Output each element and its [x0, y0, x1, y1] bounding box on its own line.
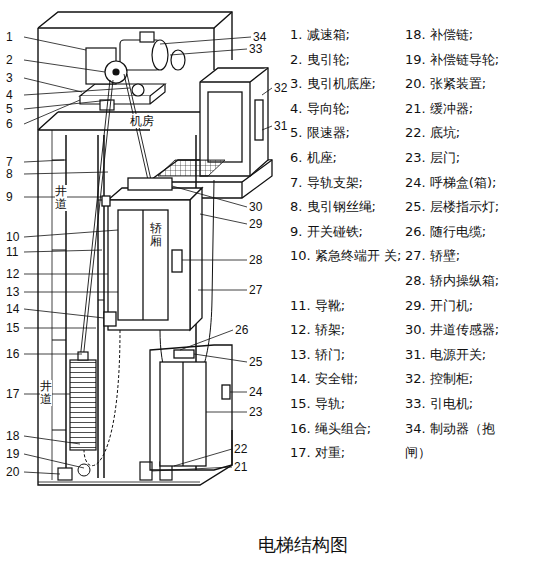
- callout-number: 3: [6, 70, 13, 86]
- callout-number: 11: [6, 244, 18, 260]
- callout-number: 34: [253, 29, 266, 45]
- callout-number: 25: [249, 354, 262, 370]
- part-name: 17. 对重;: [290, 441, 402, 466]
- callout-number: 10: [6, 229, 19, 245]
- part-name: 20. 张紧装置;: [405, 72, 517, 97]
- callout-number: 30: [249, 199, 262, 215]
- callout-number: 9: [6, 189, 13, 205]
- callout-number: 6: [6, 116, 13, 132]
- callout-number: 2: [6, 52, 13, 68]
- callout-number: 27: [249, 282, 262, 298]
- callout-number: 32: [274, 80, 287, 96]
- cables: [78, 180, 214, 476]
- callout-number: 26: [235, 322, 248, 338]
- callout-number: 29: [249, 216, 262, 232]
- callout-number: 13: [6, 284, 19, 300]
- callout-number: 8: [6, 166, 13, 182]
- callout-number: 18: [6, 428, 19, 444]
- part-name: 1. 减速箱;: [290, 23, 402, 48]
- part-name: 7. 导轨支架;: [290, 171, 402, 196]
- part-name: 16. 绳头组合;: [290, 417, 402, 442]
- car: [102, 178, 202, 330]
- part-name: 30. 井道传感器;: [405, 318, 517, 343]
- part-name: 10. 紧急终端开 关;: [290, 244, 402, 269]
- part-name: 31. 电源开关;: [405, 343, 517, 368]
- region-label: 井道: [40, 380, 52, 406]
- caption: 电梯结构图: [258, 534, 348, 556]
- region-label: 机房: [130, 114, 154, 128]
- callout-number: 19: [6, 446, 19, 462]
- part-name: 4. 导向轮;: [290, 97, 402, 122]
- part-name: 9. 开关碰铁;: [290, 220, 402, 245]
- counterweight: [70, 352, 96, 450]
- part-name: 6. 机座;: [290, 146, 402, 171]
- part-name: 24. 呼梯盒(箱);: [405, 171, 517, 196]
- callout-number: 5: [6, 101, 13, 117]
- part-name: 28. 轿内操纵箱;: [405, 269, 517, 294]
- callout-number: 12: [6, 266, 19, 282]
- callout-number: 28: [249, 252, 262, 268]
- region-label: 轿厢: [150, 222, 162, 248]
- part-name: 5. 限速器;: [290, 121, 402, 146]
- part-name: 22. 底坑;: [405, 121, 517, 146]
- callout-number: 16: [6, 346, 19, 362]
- callout-number: 23: [249, 404, 262, 420]
- part-name: 29. 开门机;: [405, 294, 517, 319]
- callout-number: 17: [6, 386, 19, 402]
- floor-grille: [158, 160, 225, 176]
- part-name: 12. 轿架;: [290, 318, 402, 343]
- part-name: 32. 控制柜;: [405, 367, 517, 392]
- part-name: 14. 安全钳;: [290, 367, 402, 392]
- callout-number: 14: [6, 301, 19, 317]
- part-name: 19. 补偿链导轮;: [405, 48, 517, 73]
- callout-number: 1: [6, 29, 13, 45]
- part-name: 25. 层楼指示灯;: [405, 195, 517, 220]
- part-name: 18. 补偿链;: [405, 23, 517, 48]
- part-name: 2. 曳引轮;: [290, 48, 402, 73]
- part-name: 3. 曳引机底座;: [290, 72, 402, 97]
- callout-number: 15: [6, 320, 19, 336]
- callout-number: 24: [249, 384, 262, 400]
- part-name: 27. 轿壁;: [405, 244, 517, 269]
- callout-number: 31: [274, 118, 287, 134]
- callout-number: 20: [6, 464, 19, 480]
- callout-number: 22: [234, 441, 247, 457]
- part-name: 8. 曳引钢丝绳;: [290, 195, 402, 220]
- region-label: 井道: [55, 185, 67, 211]
- part-name: 26. 随行电缆;: [405, 220, 517, 245]
- part-name: 11. 导靴;: [290, 294, 402, 319]
- part-name: 34. 制动器（抱 闸）: [405, 417, 517, 466]
- part-name: 23. 层门;: [405, 146, 517, 171]
- part-name: 21. 缓冲器;: [405, 97, 517, 122]
- part-name: 33. 引电机;: [405, 392, 517, 417]
- part-name: 15. 导轨;: [290, 392, 402, 417]
- leader-lines: [24, 37, 272, 474]
- part-name: 13. 轿门;: [290, 343, 402, 368]
- callout-number: 21: [234, 459, 247, 475]
- callout-number: 4: [6, 87, 13, 103]
- landing-door: [150, 345, 232, 470]
